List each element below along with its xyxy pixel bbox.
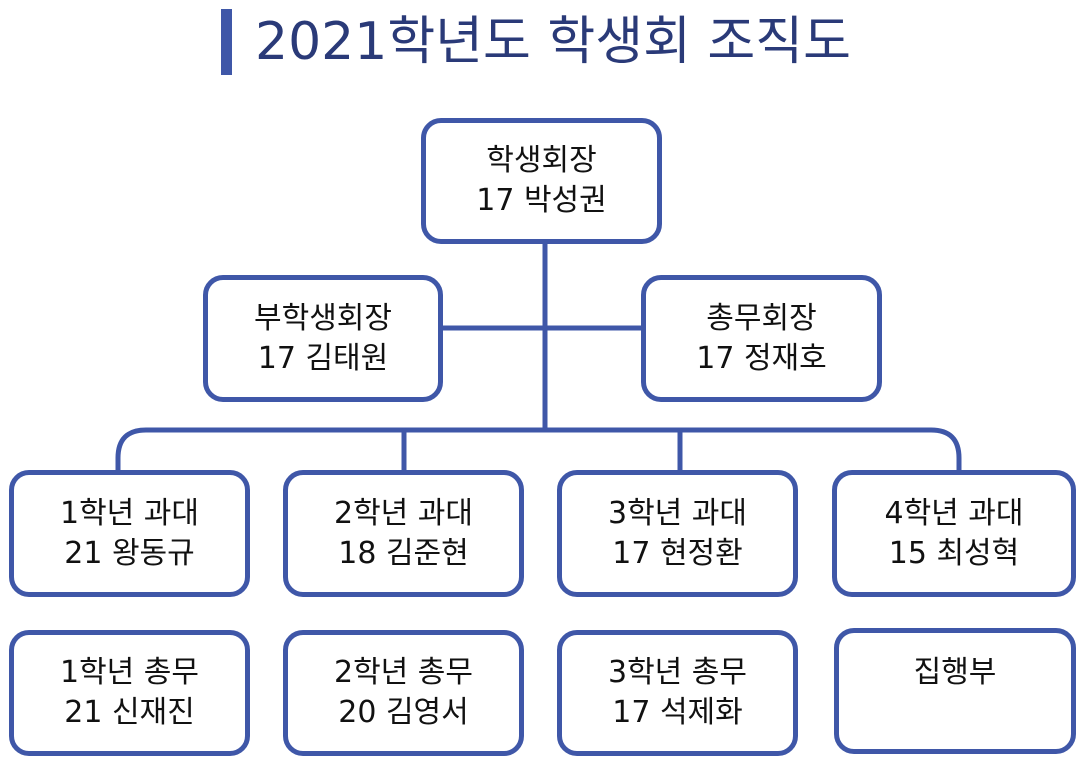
node-grade3-rep: 3학년 과대 17 현정환 xyxy=(557,470,798,597)
node-role: 2학년 총무 xyxy=(333,655,474,690)
node-role: 총무회장 xyxy=(706,300,817,336)
node-role: 3학년 과대 xyxy=(607,495,748,531)
node-vice-president: 부학생회장 17 김태원 xyxy=(203,275,443,402)
node-executive-dept: 집행부 xyxy=(834,628,1076,754)
node-name: 20 김영서 xyxy=(338,695,469,730)
node-role: 부학생회장 xyxy=(254,300,392,336)
node-role: 2학년 과대 xyxy=(333,495,474,531)
node-grade3-treasurer: 3학년 총무 17 석제화 xyxy=(557,630,798,756)
node-grade2-treasurer: 2학년 총무 20 김영서 xyxy=(283,630,524,756)
node-role: 3학년 총무 xyxy=(607,655,748,690)
node-name: 17 박성권 xyxy=(476,183,607,218)
node-name: 21 왕동규 xyxy=(64,535,195,571)
node-name: 17 김태원 xyxy=(257,340,389,376)
node-name: 17 정재호 xyxy=(696,340,827,376)
node-grade2-rep: 2학년 과대 18 김준현 xyxy=(283,470,524,597)
node-name: 17 석제화 xyxy=(612,695,743,730)
node-name: 15 최성혁 xyxy=(888,535,1020,571)
node-name: 17 현정환 xyxy=(612,535,743,571)
node-grade1-treasurer: 1학년 총무 21 신재진 xyxy=(9,630,250,756)
node-grade4-rep: 4학년 과대 15 최성혁 xyxy=(832,470,1076,597)
node-role: 학생회장 xyxy=(486,143,597,178)
node-role: 1학년 과대 xyxy=(59,495,200,531)
node-name: 21 신재진 xyxy=(64,695,195,730)
node-president: 학생회장 17 박성권 xyxy=(421,118,662,244)
node-role: 4학년 과대 xyxy=(884,495,1024,531)
node-general-manager: 총무회장 17 정재호 xyxy=(641,275,882,402)
node-name: 18 김준현 xyxy=(338,535,469,571)
grade-rep-branch-line xyxy=(115,427,962,473)
node-grade1-rep: 1학년 과대 21 왕동규 xyxy=(9,470,250,597)
node-role: 집행부 xyxy=(913,655,997,690)
page-title: 2021학년도 학생회 조직도 xyxy=(255,12,851,72)
title-accent-bar xyxy=(221,9,232,75)
node-role: 1학년 총무 xyxy=(59,655,200,690)
